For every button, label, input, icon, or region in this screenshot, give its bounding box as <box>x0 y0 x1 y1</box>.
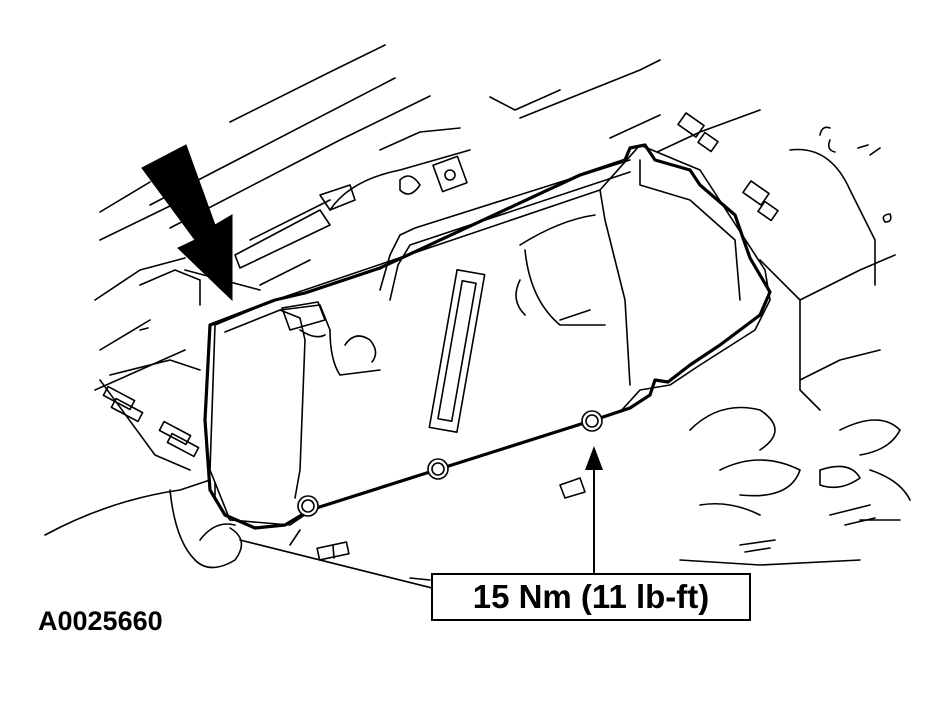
bolt-icon <box>427 458 449 480</box>
fastener-group <box>297 410 603 517</box>
thin-arrow-icon <box>585 446 603 573</box>
bolt-icon <box>581 410 603 432</box>
cover-assembly <box>209 144 771 526</box>
black-arrow-icon <box>141 144 233 302</box>
torque-spec-label: 15 Nm (11 lb-ft) <box>431 573 751 621</box>
gasket-outline <box>203 143 772 530</box>
bolt-icon <box>297 495 319 517</box>
background-linework <box>44 44 911 601</box>
figure-id: A0025660 <box>38 606 163 636</box>
